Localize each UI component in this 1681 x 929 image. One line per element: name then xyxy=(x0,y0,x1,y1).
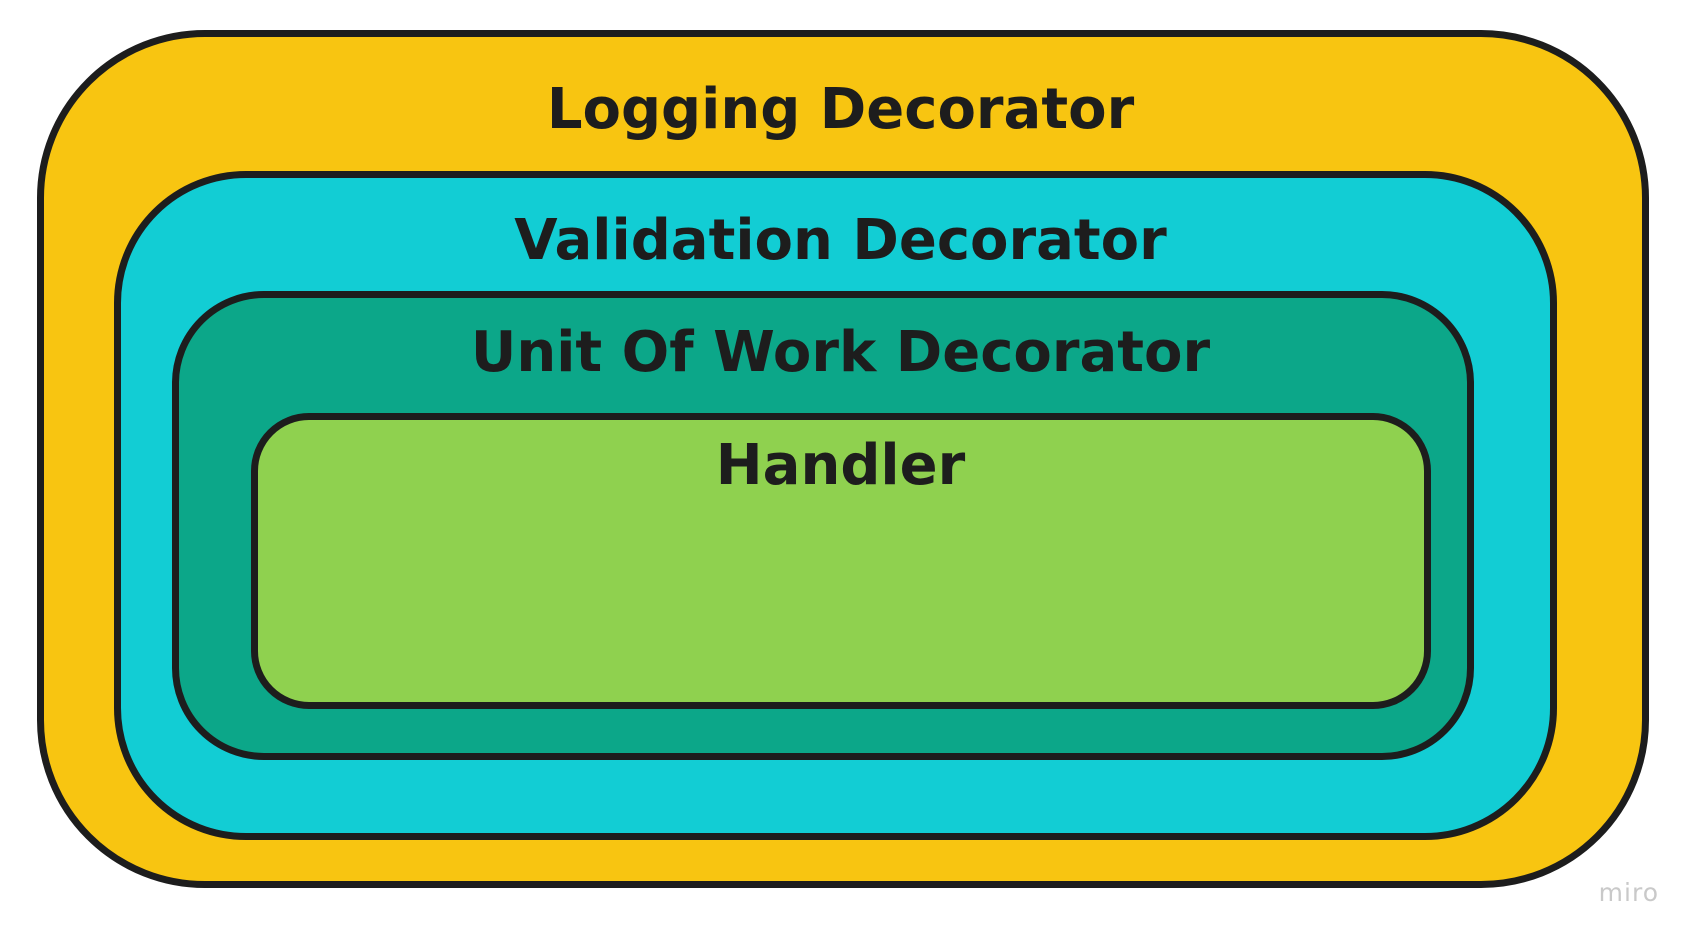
handler-box xyxy=(251,413,1431,709)
handler-label: Handler xyxy=(715,433,966,498)
logging-decorator-label: Logging Decorator xyxy=(546,77,1135,142)
miro-watermark: miro xyxy=(1598,878,1659,907)
unit-of-work-decorator-label: Unit Of Work Decorator xyxy=(470,320,1211,385)
validation-decorator-label: Validation Decorator xyxy=(514,208,1167,273)
